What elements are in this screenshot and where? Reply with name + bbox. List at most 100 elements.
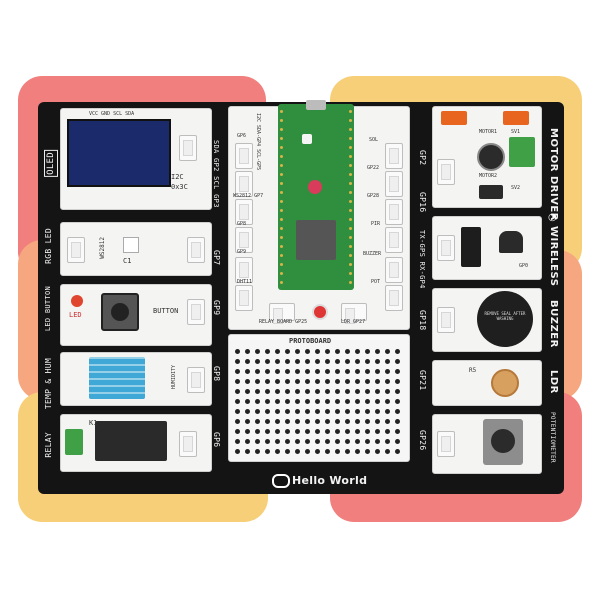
push-button-cap[interactable] — [111, 303, 129, 321]
protoboard-hole — [375, 359, 380, 364]
protoboard-hole — [335, 399, 340, 404]
motor-connector — [437, 159, 455, 185]
protoboard-hole — [305, 419, 310, 424]
protoboard-hole — [345, 379, 350, 384]
potentiometer-body — [483, 419, 523, 465]
ldr-silk-label: LDR — [548, 370, 559, 394]
ldr-sensor — [491, 369, 519, 397]
buzzer-connector — [437, 307, 455, 333]
buzzer-warning-label: REMOVE SEAL AFTER WASHING — [484, 311, 526, 321]
carrier-connector-5 — [235, 257, 253, 283]
protoboard-hole — [275, 399, 280, 404]
push-button[interactable] — [101, 293, 139, 331]
potentiometer-knob[interactable] — [491, 429, 515, 453]
protoboard-hole — [305, 369, 310, 374]
protoboard-hole — [335, 409, 340, 414]
potentiometer-connector — [437, 431, 455, 457]
protoboard-hole — [315, 409, 320, 414]
motor2-label: MOTOR2 — [479, 173, 498, 179]
motor1-label: MOTOR1 — [479, 129, 498, 135]
protoboard-hole — [305, 389, 310, 394]
relay-module: K1 — [60, 414, 212, 472]
motor-terminal-1 — [441, 111, 467, 125]
pico-header-pin — [280, 128, 283, 131]
protoboard-hole — [385, 399, 390, 404]
protoboard-hole — [265, 399, 270, 404]
carrier-connector-2 — [235, 171, 253, 197]
protoboard-hole — [295, 449, 300, 454]
pot-label: POT — [371, 279, 381, 285]
bootsel-button[interactable] — [302, 134, 312, 144]
pico-header-pin — [280, 182, 283, 185]
pico-header-pin — [349, 272, 352, 275]
protoboard-hole — [295, 369, 300, 374]
protoboard-hole — [285, 349, 290, 354]
r5-label: R5 — [469, 367, 477, 374]
pico-header-pin — [349, 173, 352, 176]
carrier-connector-1 — [235, 143, 253, 169]
protoboard-hole — [315, 429, 320, 434]
led-button-connector — [187, 299, 205, 325]
led-label: LED — [69, 311, 82, 319]
sv1-label: SV1 — [511, 129, 521, 135]
protoboard-hole — [245, 359, 250, 364]
motor-driver-module: MOTOR1 SV1 MOTOR2 SV2 — [432, 106, 542, 208]
motor-terminal-2 — [503, 111, 529, 125]
gp22-label: GP22 — [367, 165, 380, 171]
protoboard-hole — [365, 409, 370, 414]
protoboard-hole — [295, 399, 300, 404]
protoboard-hole — [345, 419, 350, 424]
pico-header-pin — [280, 119, 283, 122]
protoboard-hole — [285, 449, 290, 454]
buzzer-silk-label: BUZZER — [548, 300, 559, 348]
protoboard-hole — [375, 449, 380, 454]
protoboard-hole — [335, 429, 340, 434]
protoboard-hole — [325, 369, 330, 374]
protoboard-hole — [295, 349, 300, 354]
protoboard-hole — [365, 369, 370, 374]
protoboard-hole — [355, 419, 360, 424]
pico-header-pin — [349, 191, 352, 194]
pico-header-pin — [280, 281, 283, 284]
relay-terminal — [65, 429, 83, 455]
carrier-connector-3 — [235, 199, 253, 225]
protoboard-hole — [305, 349, 310, 354]
protoboard-hole — [245, 369, 250, 374]
gp6-label: GP6 — [237, 133, 247, 139]
gp0-label: GP0 — [519, 263, 529, 269]
protoboard-hole — [245, 439, 250, 444]
protoboard-hole — [395, 349, 400, 354]
protoboard-hole — [275, 389, 280, 394]
protoboard-hole — [285, 359, 290, 364]
pico-header-pin — [349, 200, 352, 203]
protoboard-hole — [285, 409, 290, 414]
protoboard-hole — [375, 369, 380, 374]
protoboard-hole — [275, 349, 280, 354]
protoboard-hole — [285, 379, 290, 384]
oled-pins-label: VCC GND SCL SDA — [89, 111, 135, 117]
oled-screen — [67, 119, 171, 187]
i2c-note-label: I2C SDA-GP4 SCL-GP5 — [255, 113, 261, 171]
protoboard-hole — [235, 359, 240, 364]
protoboard-hole — [375, 439, 380, 444]
protoboard-hole — [255, 349, 260, 354]
oled-module: VCC GND SCL SDA I2C 0x3C — [60, 108, 212, 210]
protoboard-hole — [395, 359, 400, 364]
protoboard-hole — [315, 449, 320, 454]
protoboard-hole — [325, 399, 330, 404]
carrier-connector-11 — [385, 257, 403, 283]
protoboard-hole — [395, 369, 400, 374]
pico-header-pin — [280, 272, 283, 275]
pico-header-pin — [280, 200, 283, 203]
protoboard-hole — [265, 439, 270, 444]
pico-chip — [296, 220, 336, 260]
carrier-reset-button[interactable] — [312, 304, 328, 320]
protoboard-hole — [385, 409, 390, 414]
protoboard-hole — [335, 379, 340, 384]
protoboard-hole — [375, 389, 380, 394]
pico-header-pin — [280, 218, 283, 221]
pico-header-pin — [349, 146, 352, 149]
protoboard-hole — [335, 419, 340, 424]
protoboard-hole — [355, 429, 360, 434]
dht11-label: DHT11 — [237, 279, 253, 285]
